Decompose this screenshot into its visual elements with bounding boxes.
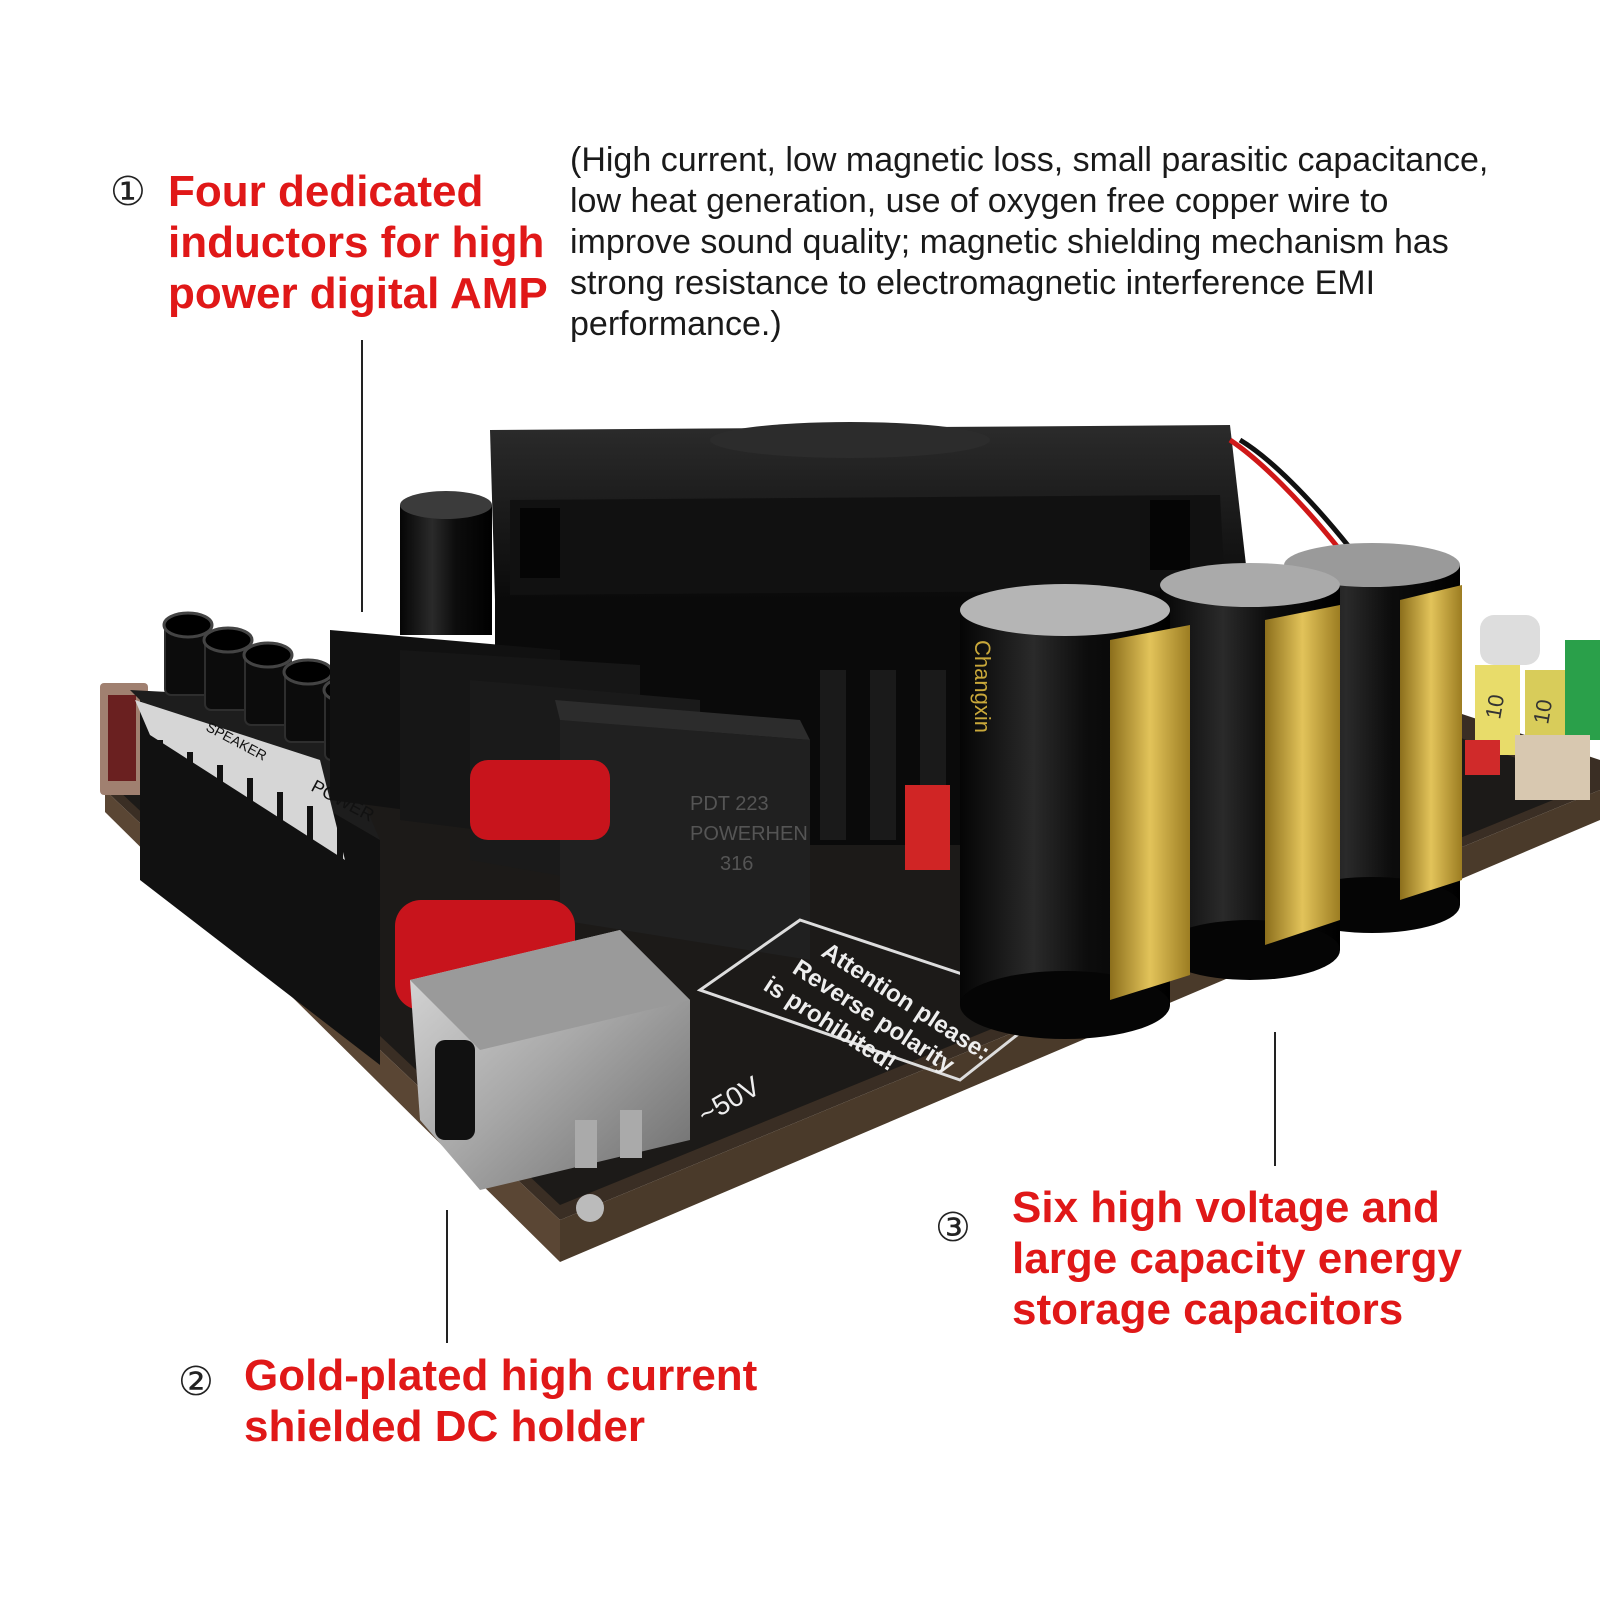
inductor-description: (High current, low magnetic loss, small … <box>570 140 1600 345</box>
leader-line-3 <box>1274 1032 1276 1166</box>
small-components <box>1465 615 1600 800</box>
capacitor-1 <box>960 584 1190 1039</box>
callout-2-line-2: shielded DC holder <box>244 1402 645 1451</box>
description-line-4: strong resistance to electromagnetic int… <box>570 264 1376 302</box>
callout-3-line-3: storage capacitors <box>1012 1285 1404 1334</box>
dc-jack <box>410 930 690 1190</box>
callout-number-1: ① <box>110 169 146 215</box>
callout-dc-holder-text: Gold-plated high current shielded DC hol… <box>244 1350 757 1452</box>
callout-inductors-text: Four dedicated inductors for high power … <box>168 166 548 319</box>
inductor-marking-3: 316 <box>720 853 753 875</box>
inductor-marking-2: POWERHEN <box>690 823 808 845</box>
left-capacitor <box>400 491 492 635</box>
small-cap-value-1: 10 <box>1480 692 1509 720</box>
description-line-2: low heat generation, use of oxygen free … <box>570 182 1389 220</box>
description-line-5: performance.) <box>570 305 782 343</box>
inductor-marking-1: PDT 223 <box>690 793 769 815</box>
screw-terminal-block <box>130 611 414 1065</box>
callout-number-2: ② <box>178 1359 214 1405</box>
callout-1-line-1: Four dedicated <box>168 167 484 216</box>
callout-capacitors-text: Six high voltage and large capacity ener… <box>1012 1182 1462 1335</box>
side-connector <box>100 683 148 795</box>
description-line-1: (High current, low magnetic loss, small … <box>570 141 1489 179</box>
mounting-hole <box>576 1194 604 1222</box>
callout-2-line-1: Gold-plated high current <box>244 1351 758 1400</box>
capacitor-brand: Changxin <box>970 640 995 733</box>
leader-line-2 <box>446 1210 448 1343</box>
callout-3-line-2: large capacity energy <box>1012 1234 1463 1283</box>
callout-1-line-2: inductors for high <box>168 218 545 267</box>
callout-3-line-1: Six high voltage and <box>1012 1183 1440 1232</box>
callout-number-3: ③ <box>935 1205 971 1251</box>
callout-1-line-3: power digital AMP <box>168 269 548 318</box>
leader-line-1 <box>361 340 363 612</box>
energy-storage-capacitors <box>960 543 1462 1039</box>
description-line-3: improve sound quality; magnetic shieldin… <box>570 223 1449 261</box>
small-cap-value-2: 10 <box>1528 697 1557 725</box>
